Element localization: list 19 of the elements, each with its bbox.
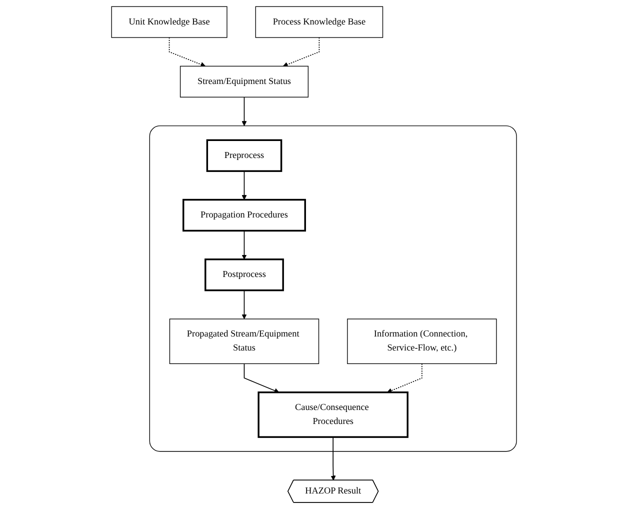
node-box: Stream/Equipment Status: [180, 66, 309, 98]
arrow: [331, 436, 336, 481]
cluster: [150, 125, 518, 452]
arrow: [242, 96, 248, 126]
node-box: Preprocess: [206, 139, 283, 172]
node-box: Propagation Procedures: [182, 198, 306, 232]
arrow: [387, 363, 423, 393]
arrow: [244, 363, 280, 393]
arrow: [242, 170, 248, 200]
arrow: [169, 37, 206, 67]
node-box: Information (Connection, Service-Flow, etc.): [348, 318, 498, 364]
node-box: Propagated Stream/Equipment Status: [170, 318, 320, 364]
node-box: Unit Knowledge Base: [112, 6, 228, 38]
node-box: Process Knowledge Base: [256, 6, 384, 38]
node-box: Postprocess: [204, 258, 284, 292]
arrow: [283, 37, 320, 67]
arrow: [242, 230, 248, 260]
node-box: Cause/Consequence Procedures: [258, 391, 409, 438]
arrow: [242, 290, 248, 320]
